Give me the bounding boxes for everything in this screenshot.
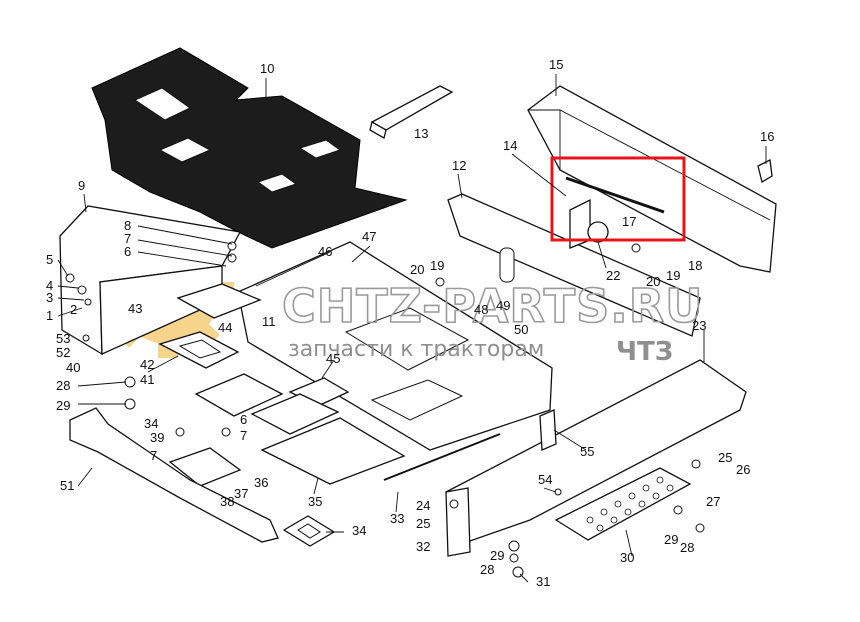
callout-labels: 10 13 15 16 14 12 9 17 8 7 6 5 4 3 2 1 5… (46, 57, 774, 589)
bracket-small-part (168, 447, 242, 487)
callout-label: 9 (78, 178, 85, 193)
seal-inner (178, 339, 222, 359)
tread-holes (586, 476, 674, 532)
floor-plate-cutout (344, 307, 470, 371)
callout-label: 35 (308, 494, 322, 509)
floor-mat-hole (256, 173, 298, 193)
callout-label: 47 (362, 229, 376, 244)
callout-label: 40 (66, 360, 80, 375)
callout-label: 45 (326, 351, 340, 366)
callout-label: 22 (606, 268, 620, 283)
callout-label: 28 (56, 378, 70, 393)
highlight-box (550, 156, 686, 242)
callout-label: 7 (124, 231, 131, 246)
callout-label: 8 (124, 218, 131, 233)
callout-label: 36 (254, 475, 268, 490)
callout-label: 20 (646, 274, 660, 289)
callout-label: 33 (390, 511, 404, 526)
rubber-seal-inner (297, 523, 321, 539)
callout-label: 38 (220, 494, 234, 509)
callout-label: 32 (416, 539, 430, 554)
callout-label: 39 (150, 430, 164, 445)
callout-label: 28 (480, 562, 494, 577)
callout-label: 51 (60, 478, 74, 493)
lid-plate-part (447, 193, 701, 337)
bolts (65, 241, 705, 578)
callout-label: 34 (352, 523, 366, 538)
callout-label: 11 (262, 314, 276, 329)
callout-label: 34 (144, 416, 158, 431)
watermark-tagline: запчасти к тракторам (288, 337, 544, 362)
callout-label: 30 (620, 550, 634, 565)
callout-label: 43 (128, 301, 142, 316)
callout-label: 7 (240, 428, 247, 443)
callout-label: 19 (430, 258, 444, 273)
watermark-brand: ЧТЗ (616, 337, 673, 367)
callout-label: 19 (666, 268, 680, 283)
callout-label: 14 (503, 138, 517, 153)
callout-label: 5 (46, 252, 53, 267)
bracket-part (369, 121, 387, 139)
callout-label: 13 (414, 126, 428, 141)
callout-label: 2 (70, 302, 77, 317)
watermark-site: CHTZ-PARTS.RU (282, 279, 703, 333)
callout-label: 6 (124, 244, 131, 259)
bracket-part (370, 85, 454, 131)
lid-slot (499, 247, 515, 283)
callout-label: 20 (410, 262, 424, 277)
pad-part (260, 417, 406, 485)
callout-label: 10 (260, 61, 274, 76)
callout-label: 16 (760, 129, 774, 144)
callout-label: 18 (688, 258, 702, 273)
callout-label: 25 (718, 450, 732, 465)
cover-plate-part (176, 283, 262, 319)
callout-label: 42 (140, 357, 154, 372)
callout-label: 41 (140, 372, 154, 387)
step-bracket-part (445, 487, 471, 557)
leader-lines (57, 74, 767, 583)
callout-label: 29 (56, 398, 70, 413)
frame-rail-part (69, 407, 279, 543)
rod-part (565, 176, 665, 214)
callout-label: 24 (416, 498, 430, 513)
callout-label: 55 (580, 444, 594, 459)
latch-part (757, 159, 773, 184)
callout-label: 29 (664, 532, 678, 547)
callout-label: 4 (46, 278, 53, 293)
callout-label: 1 (46, 308, 53, 323)
callout-label: 48 (474, 302, 488, 317)
strip-part (383, 433, 501, 481)
callout-label: 53 (56, 331, 70, 346)
callout-label: 27 (706, 494, 720, 509)
callout-label: 7 (150, 448, 157, 463)
pad-part (194, 373, 284, 417)
floor-mat-hole (158, 137, 212, 163)
callout-label: 26 (736, 462, 750, 477)
callout-label: 54 (538, 472, 552, 487)
floor-mat-hole (298, 139, 342, 159)
callout-label: 49 (496, 298, 510, 313)
bracket-55-part (539, 409, 557, 451)
callout-label: 23 (692, 318, 706, 333)
floor-plate-cutout (370, 379, 464, 421)
callout-label: 46 (318, 244, 332, 259)
callout-label: 44 (218, 320, 232, 335)
callout-label: 25 (416, 516, 430, 531)
callout-label: 29 (490, 548, 504, 563)
callout-label: 52 (56, 345, 70, 360)
callout-label: 28 (680, 540, 694, 555)
callout-label: 12 (452, 158, 466, 173)
callout-label: 15 (549, 57, 563, 72)
callout-label: 3 (46, 290, 53, 305)
callout-label: 31 (536, 574, 550, 589)
callout-label: 6 (240, 412, 247, 427)
callout-label: 17 (622, 214, 636, 229)
floor-mat-hole (133, 87, 191, 121)
pad-part (250, 393, 340, 435)
callout-label: 37 (234, 486, 248, 501)
callout-label: 50 (514, 322, 528, 337)
